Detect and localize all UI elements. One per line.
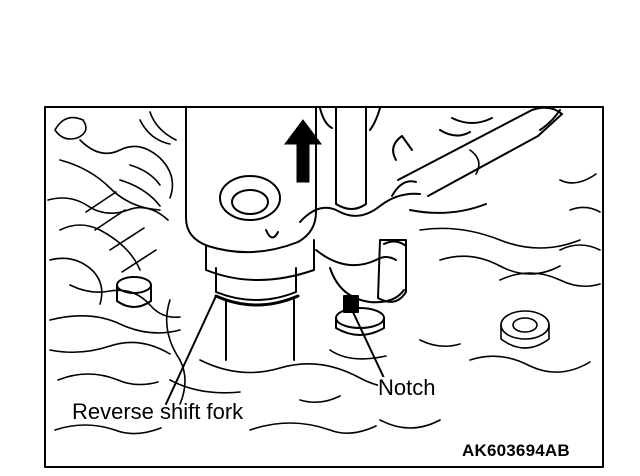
- reverse-shift-fork: [299, 106, 563, 304]
- notch-label: Notch: [378, 375, 436, 400]
- reverse-shift-fork-label: Reverse shift fork: [72, 399, 244, 424]
- notch-leader-line: [351, 309, 385, 379]
- figure-code: AK603694AB: [462, 441, 570, 460]
- shaft-housing: [185, 107, 317, 361]
- fork-leader-line: [165, 295, 217, 405]
- figure-frame: [44, 106, 604, 468]
- housing-ribs: [47, 111, 186, 435]
- pin: [116, 276, 152, 308]
- right-components: [419, 149, 601, 373]
- shift-rod: [319, 107, 381, 210]
- arrow-up-icon: [284, 119, 322, 183]
